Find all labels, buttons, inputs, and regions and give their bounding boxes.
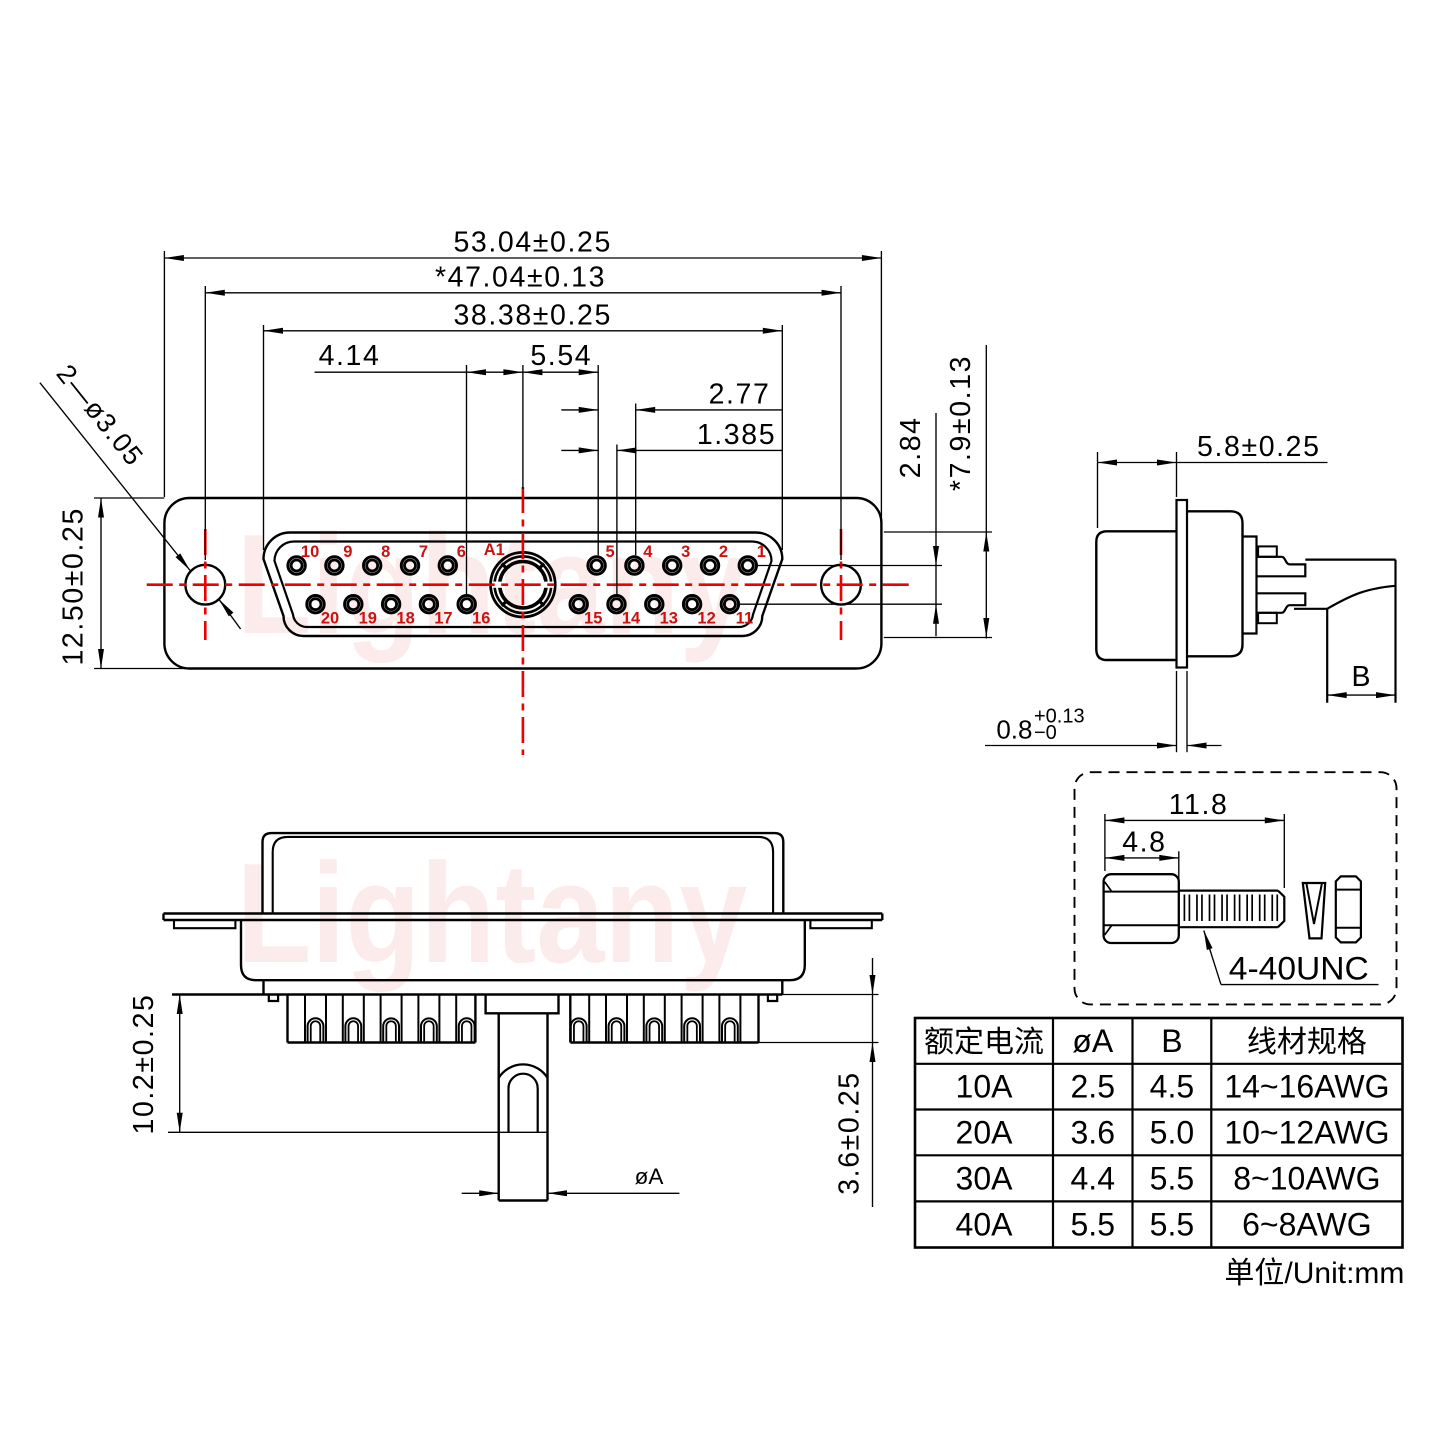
svg-text:9: 9 [343, 543, 352, 561]
svg-text:20A: 20A [956, 1114, 1014, 1150]
svg-text:额定电流: 额定电流 [924, 1026, 1044, 1059]
svg-text:4: 4 [643, 543, 653, 561]
svg-text:3: 3 [681, 543, 690, 561]
svg-text:40A: 40A [956, 1206, 1014, 1242]
svg-text:B: B [1161, 1023, 1182, 1059]
svg-text:4.4: 4.4 [1071, 1160, 1115, 1196]
svg-text:7: 7 [419, 543, 428, 561]
svg-text:8~10AWG: 8~10AWG [1233, 1160, 1380, 1196]
svg-text:*7.9±0.13: *7.9±0.13 [945, 355, 977, 491]
svg-text:14~16AWG: 14~16AWG [1224, 1069, 1389, 1105]
svg-text:10: 10 [301, 543, 319, 561]
svg-text:5.5: 5.5 [1150, 1206, 1194, 1242]
svg-text:5.5: 5.5 [1150, 1160, 1194, 1196]
svg-text:线材规格: 线材规格 [1247, 1026, 1367, 1059]
svg-text:6: 6 [457, 543, 466, 561]
svg-text:2: 2 [719, 543, 728, 561]
svg-text:14: 14 [622, 610, 641, 628]
svg-text:11.8: 11.8 [1169, 789, 1229, 821]
svg-text:10A: 10A [956, 1069, 1014, 1105]
svg-text:30A: 30A [956, 1160, 1014, 1196]
svg-text:4-40UNC: 4-40UNC [1229, 950, 1369, 986]
svg-text:4.8: 4.8 [1122, 826, 1166, 858]
svg-text:5: 5 [606, 543, 615, 561]
svg-text:5.8±0.25: 5.8±0.25 [1197, 431, 1321, 463]
svg-text:øA: øA [635, 1164, 664, 1189]
svg-text:5.54: 5.54 [530, 340, 592, 372]
svg-text:8: 8 [381, 543, 390, 561]
svg-text:4.5: 4.5 [1150, 1069, 1194, 1105]
svg-text:12.50±0.25: 12.50±0.25 [58, 507, 90, 665]
svg-text:10~12AWG: 10~12AWG [1224, 1114, 1389, 1150]
svg-text:*47.04±0.13: *47.04±0.13 [435, 261, 606, 293]
svg-text:−0: −0 [1034, 722, 1057, 744]
svg-text:53.04±0.25: 53.04±0.25 [453, 227, 611, 259]
svg-text:19: 19 [359, 610, 377, 628]
svg-text:38.38±0.25: 38.38±0.25 [453, 299, 611, 331]
svg-text:B: B [1351, 661, 1370, 693]
svg-text:2.77: 2.77 [709, 378, 771, 410]
svg-text:20: 20 [321, 610, 339, 628]
svg-text:A1: A1 [484, 541, 505, 559]
svg-text:0.8: 0.8 [996, 715, 1032, 745]
svg-text:15: 15 [584, 610, 602, 628]
svg-text:13: 13 [660, 610, 678, 628]
svg-text:11: 11 [736, 610, 753, 628]
svg-text:10.2±0.25: 10.2±0.25 [128, 994, 160, 1135]
svg-text:6~8AWG: 6~8AWG [1242, 1206, 1372, 1242]
svg-text:5.5: 5.5 [1071, 1206, 1115, 1242]
svg-text:+0.13: +0.13 [1034, 705, 1085, 727]
svg-text:3.6: 3.6 [1071, 1114, 1115, 1150]
svg-text:5.0: 5.0 [1150, 1114, 1194, 1150]
svg-text:1.385: 1.385 [697, 419, 776, 451]
svg-text:2.5: 2.5 [1071, 1069, 1115, 1105]
svg-text:12: 12 [697, 610, 715, 628]
svg-text:单位/Unit:mm: 单位/Unit:mm [1224, 1257, 1404, 1290]
svg-text:2.84: 2.84 [895, 416, 927, 478]
svg-text:16: 16 [472, 610, 490, 628]
svg-text:1: 1 [757, 543, 766, 561]
svg-text:4.14: 4.14 [319, 340, 381, 372]
svg-text:øA: øA [1072, 1023, 1114, 1059]
svg-text:3.6±0.25: 3.6±0.25 [834, 1071, 866, 1195]
svg-text:17: 17 [434, 610, 452, 628]
svg-text:18: 18 [396, 610, 414, 628]
